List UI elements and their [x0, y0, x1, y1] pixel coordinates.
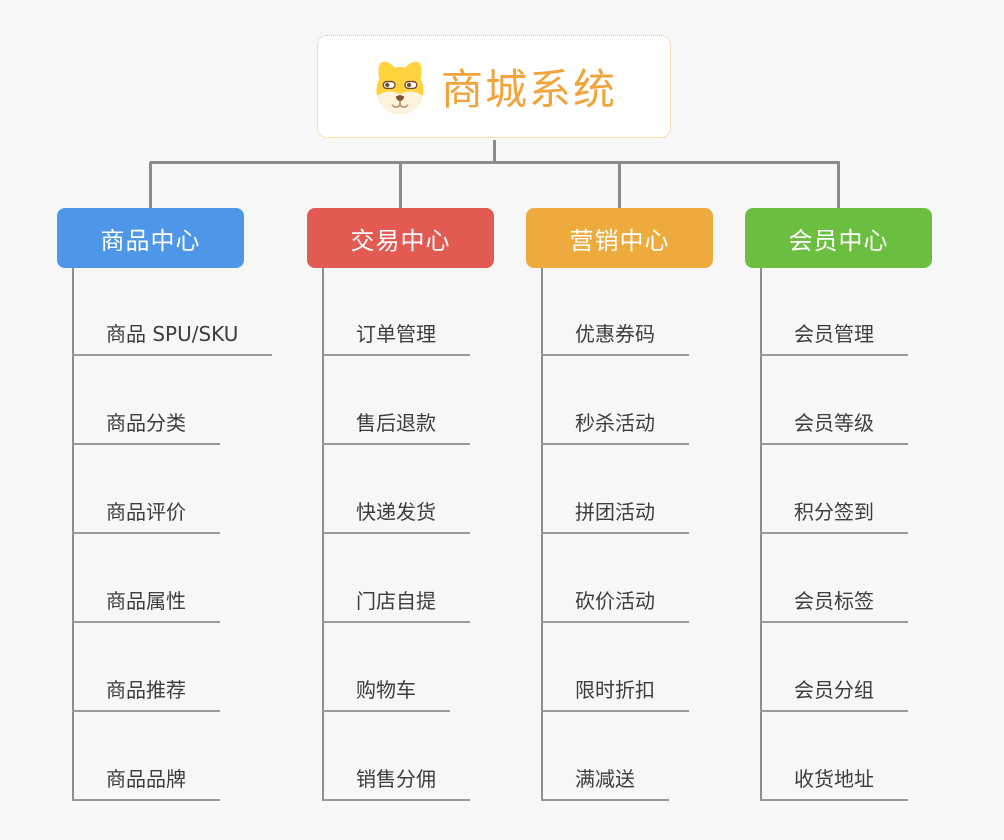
leaf-node[interactable]: 砍价活动 — [541, 587, 689, 623]
leaf-node[interactable]: 商品评价 — [72, 498, 220, 534]
connector-branch-drop — [399, 162, 402, 208]
branch-trunk-line — [760, 268, 762, 801]
leaf-node[interactable]: 购物车 — [322, 676, 450, 712]
leaf-node[interactable]: 优惠券码 — [541, 320, 689, 356]
leaf-node[interactable]: 门店自提 — [322, 587, 470, 623]
branch-trunk-line — [72, 268, 74, 801]
root-node[interactable]: 商城系统 — [317, 35, 671, 138]
leaf-node[interactable]: 快递发货 — [322, 498, 470, 534]
connector-branch-drop — [618, 162, 621, 208]
connector-branch-drop — [837, 162, 840, 208]
connector-branch-drop — [149, 162, 152, 208]
leaf-node[interactable]: 订单管理 — [322, 320, 470, 356]
branch-trunk-line — [322, 268, 324, 801]
leaf-node[interactable]: 会员标签 — [760, 587, 908, 623]
leaf-node[interactable]: 满减送 — [541, 765, 669, 801]
branch-trunk-line — [541, 268, 543, 801]
connector-horizontal-main — [150, 161, 840, 164]
leaf-node[interactable]: 会员分组 — [760, 676, 908, 712]
connector-root-drop — [493, 140, 496, 164]
dog-face-icon — [376, 61, 424, 114]
leaf-node[interactable]: 秒杀活动 — [541, 409, 689, 445]
leaf-node[interactable]: 商品分类 — [72, 409, 220, 445]
branch-node-marketing[interactable]: 营销中心 — [526, 208, 713, 268]
root-title: 商城系统 — [440, 65, 617, 114]
leaf-node[interactable]: 会员管理 — [760, 320, 908, 356]
leaf-node[interactable]: 收货地址 — [760, 765, 908, 801]
leaf-node[interactable]: 商品 SPU/SKU — [72, 320, 273, 356]
branch-node-products[interactable]: 商品中心 — [57, 208, 244, 268]
leaf-node[interactable]: 限时折扣 — [541, 676, 689, 712]
leaf-node[interactable]: 拼团活动 — [541, 498, 689, 534]
branch-node-trade[interactable]: 交易中心 — [307, 208, 494, 268]
leaf-node[interactable]: 商品品牌 — [72, 765, 220, 801]
branch-node-members[interactable]: 会员中心 — [745, 208, 932, 268]
leaf-node[interactable]: 售后退款 — [322, 409, 470, 445]
leaf-node[interactable]: 商品属性 — [72, 587, 220, 623]
leaf-node[interactable]: 商品推荐 — [72, 676, 220, 712]
leaf-node[interactable]: 销售分佣 — [322, 765, 470, 801]
leaf-node[interactable]: 会员等级 — [760, 409, 908, 445]
leaf-node[interactable]: 积分签到 — [760, 498, 908, 534]
